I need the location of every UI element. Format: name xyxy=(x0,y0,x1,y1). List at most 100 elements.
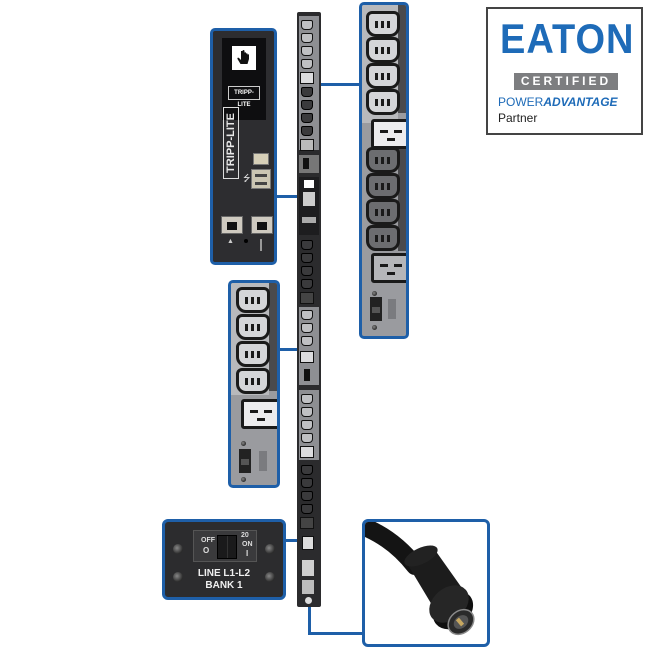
mini-label xyxy=(302,560,314,576)
pdu-strip xyxy=(297,12,321,607)
rating-label: 20 xyxy=(241,532,249,539)
mini-outlet xyxy=(301,279,313,289)
mini-outlet xyxy=(301,420,313,430)
plug-callout xyxy=(362,519,490,647)
mini-outlet xyxy=(301,253,313,263)
off-symbol: O xyxy=(203,546,210,555)
reset-button[interactable] xyxy=(244,239,248,243)
mini-outlet xyxy=(301,100,313,110)
hand-pointer-icon xyxy=(232,46,256,70)
serial-icon xyxy=(260,239,262,251)
mini-outlet xyxy=(301,323,313,333)
on-symbol: I xyxy=(246,549,249,558)
screw xyxy=(265,572,275,582)
serial-port[interactable] xyxy=(251,216,273,234)
outlet-c13 xyxy=(366,147,400,173)
mini-label xyxy=(302,580,314,594)
outlet-bank-dark-strip xyxy=(398,5,406,113)
outlet-c19 xyxy=(371,119,406,149)
outlet-c13 xyxy=(366,89,400,115)
breaker-label xyxy=(388,299,396,319)
controller-callout: TRIPP-LITE TRIPP-LITE ⭍ ▲ xyxy=(210,28,277,265)
off-label: OFF xyxy=(201,537,215,544)
mini-outlet-c19 xyxy=(300,446,314,458)
screw xyxy=(241,477,246,482)
mini-outlet-c19 xyxy=(300,351,314,363)
mini-outlet xyxy=(301,126,313,136)
top-outlets-callout xyxy=(359,2,409,339)
network-port[interactable] xyxy=(221,216,243,234)
outlet-c13 xyxy=(366,173,400,199)
callout-line-plug-v xyxy=(308,607,311,635)
breaker-label xyxy=(259,451,267,471)
outlet-c19 xyxy=(371,253,406,283)
mini-outlet-c19 xyxy=(300,292,314,304)
lcd-screen: TRIPP-LITE xyxy=(222,38,266,120)
mid-outlets-callout xyxy=(228,280,280,488)
mini-outlet-c19 xyxy=(300,517,314,529)
usb-icon: ⭍ xyxy=(243,173,251,183)
outlet-c19 xyxy=(241,399,277,429)
breaker-switch[interactable] xyxy=(370,297,382,321)
mini-outlet xyxy=(301,266,313,276)
outlet-c13 xyxy=(366,11,400,37)
mini-outlet xyxy=(301,465,313,475)
callout-line-mid xyxy=(280,348,298,351)
usb-b-port xyxy=(253,153,269,165)
outlet-c13 xyxy=(366,63,400,89)
callout-line-top xyxy=(321,83,361,86)
mini-outlet xyxy=(301,20,313,30)
mini-outlet xyxy=(301,491,313,501)
outlet-c13 xyxy=(236,314,270,340)
outlet-bank-dark-strip xyxy=(398,143,406,251)
bank-label: BANK 1 xyxy=(205,580,243,591)
program-prefix: POWER xyxy=(498,95,544,109)
eaton-certified-logo: EATON CERTIFIED POWERADVANTAGE Partner xyxy=(486,7,643,135)
usb-a-ports xyxy=(251,169,271,189)
eaton-wordmark: EATON xyxy=(500,16,635,64)
screw xyxy=(173,572,183,582)
mini-ports xyxy=(302,217,316,223)
screw xyxy=(372,291,377,296)
mini-outlet xyxy=(301,310,313,320)
mini-outlet-c19 xyxy=(300,72,314,84)
mini-outlet xyxy=(301,504,313,514)
callout-line-plug-h xyxy=(308,632,364,635)
mini-breaker xyxy=(302,536,314,550)
screw xyxy=(173,544,183,554)
callout-line-controller xyxy=(276,195,298,198)
mini-screen xyxy=(304,180,314,188)
outlet-c13 xyxy=(366,199,400,225)
mini-outlet xyxy=(301,240,313,250)
mini-outlet xyxy=(301,394,313,404)
screen-brand: TRIPP-LITE xyxy=(228,86,260,108)
program-name: POWERADVANTAGE xyxy=(498,95,618,109)
screw xyxy=(241,441,246,446)
network-icon: ▲ xyxy=(227,238,234,245)
outlet-bank-dark-strip xyxy=(269,283,277,391)
screw xyxy=(372,325,377,330)
outlet-c13 xyxy=(366,225,400,251)
callout-line-breaker xyxy=(285,539,298,542)
locking-plug-icon xyxy=(365,522,475,636)
breaker-callout: OFF O 20 ON I LINE L1-L2 BANK 1 xyxy=(162,519,286,600)
breaker-housing: OFF O 20 ON I xyxy=(193,530,257,562)
cord-exit xyxy=(305,597,312,604)
line-label: LINE L1-L2 xyxy=(197,568,251,579)
certified-label: CERTIFIED xyxy=(520,74,612,88)
mini-logo xyxy=(303,192,315,206)
breaker-rocker[interactable] xyxy=(217,535,237,559)
on-label: ON xyxy=(242,541,253,548)
outlet-c13 xyxy=(236,368,270,394)
mini-outlet xyxy=(301,433,313,443)
mini-outlet xyxy=(301,113,313,123)
screw xyxy=(265,544,275,554)
mini-breaker xyxy=(304,369,310,381)
breaker-switch[interactable] xyxy=(239,449,251,473)
mini-outlet xyxy=(301,87,313,97)
partner-label: Partner xyxy=(498,111,538,125)
outlet-c13 xyxy=(236,341,270,367)
brand-label-vertical: TRIPP-LITE xyxy=(223,107,239,179)
mini-outlet xyxy=(301,59,313,69)
mini-breaker xyxy=(299,155,319,173)
